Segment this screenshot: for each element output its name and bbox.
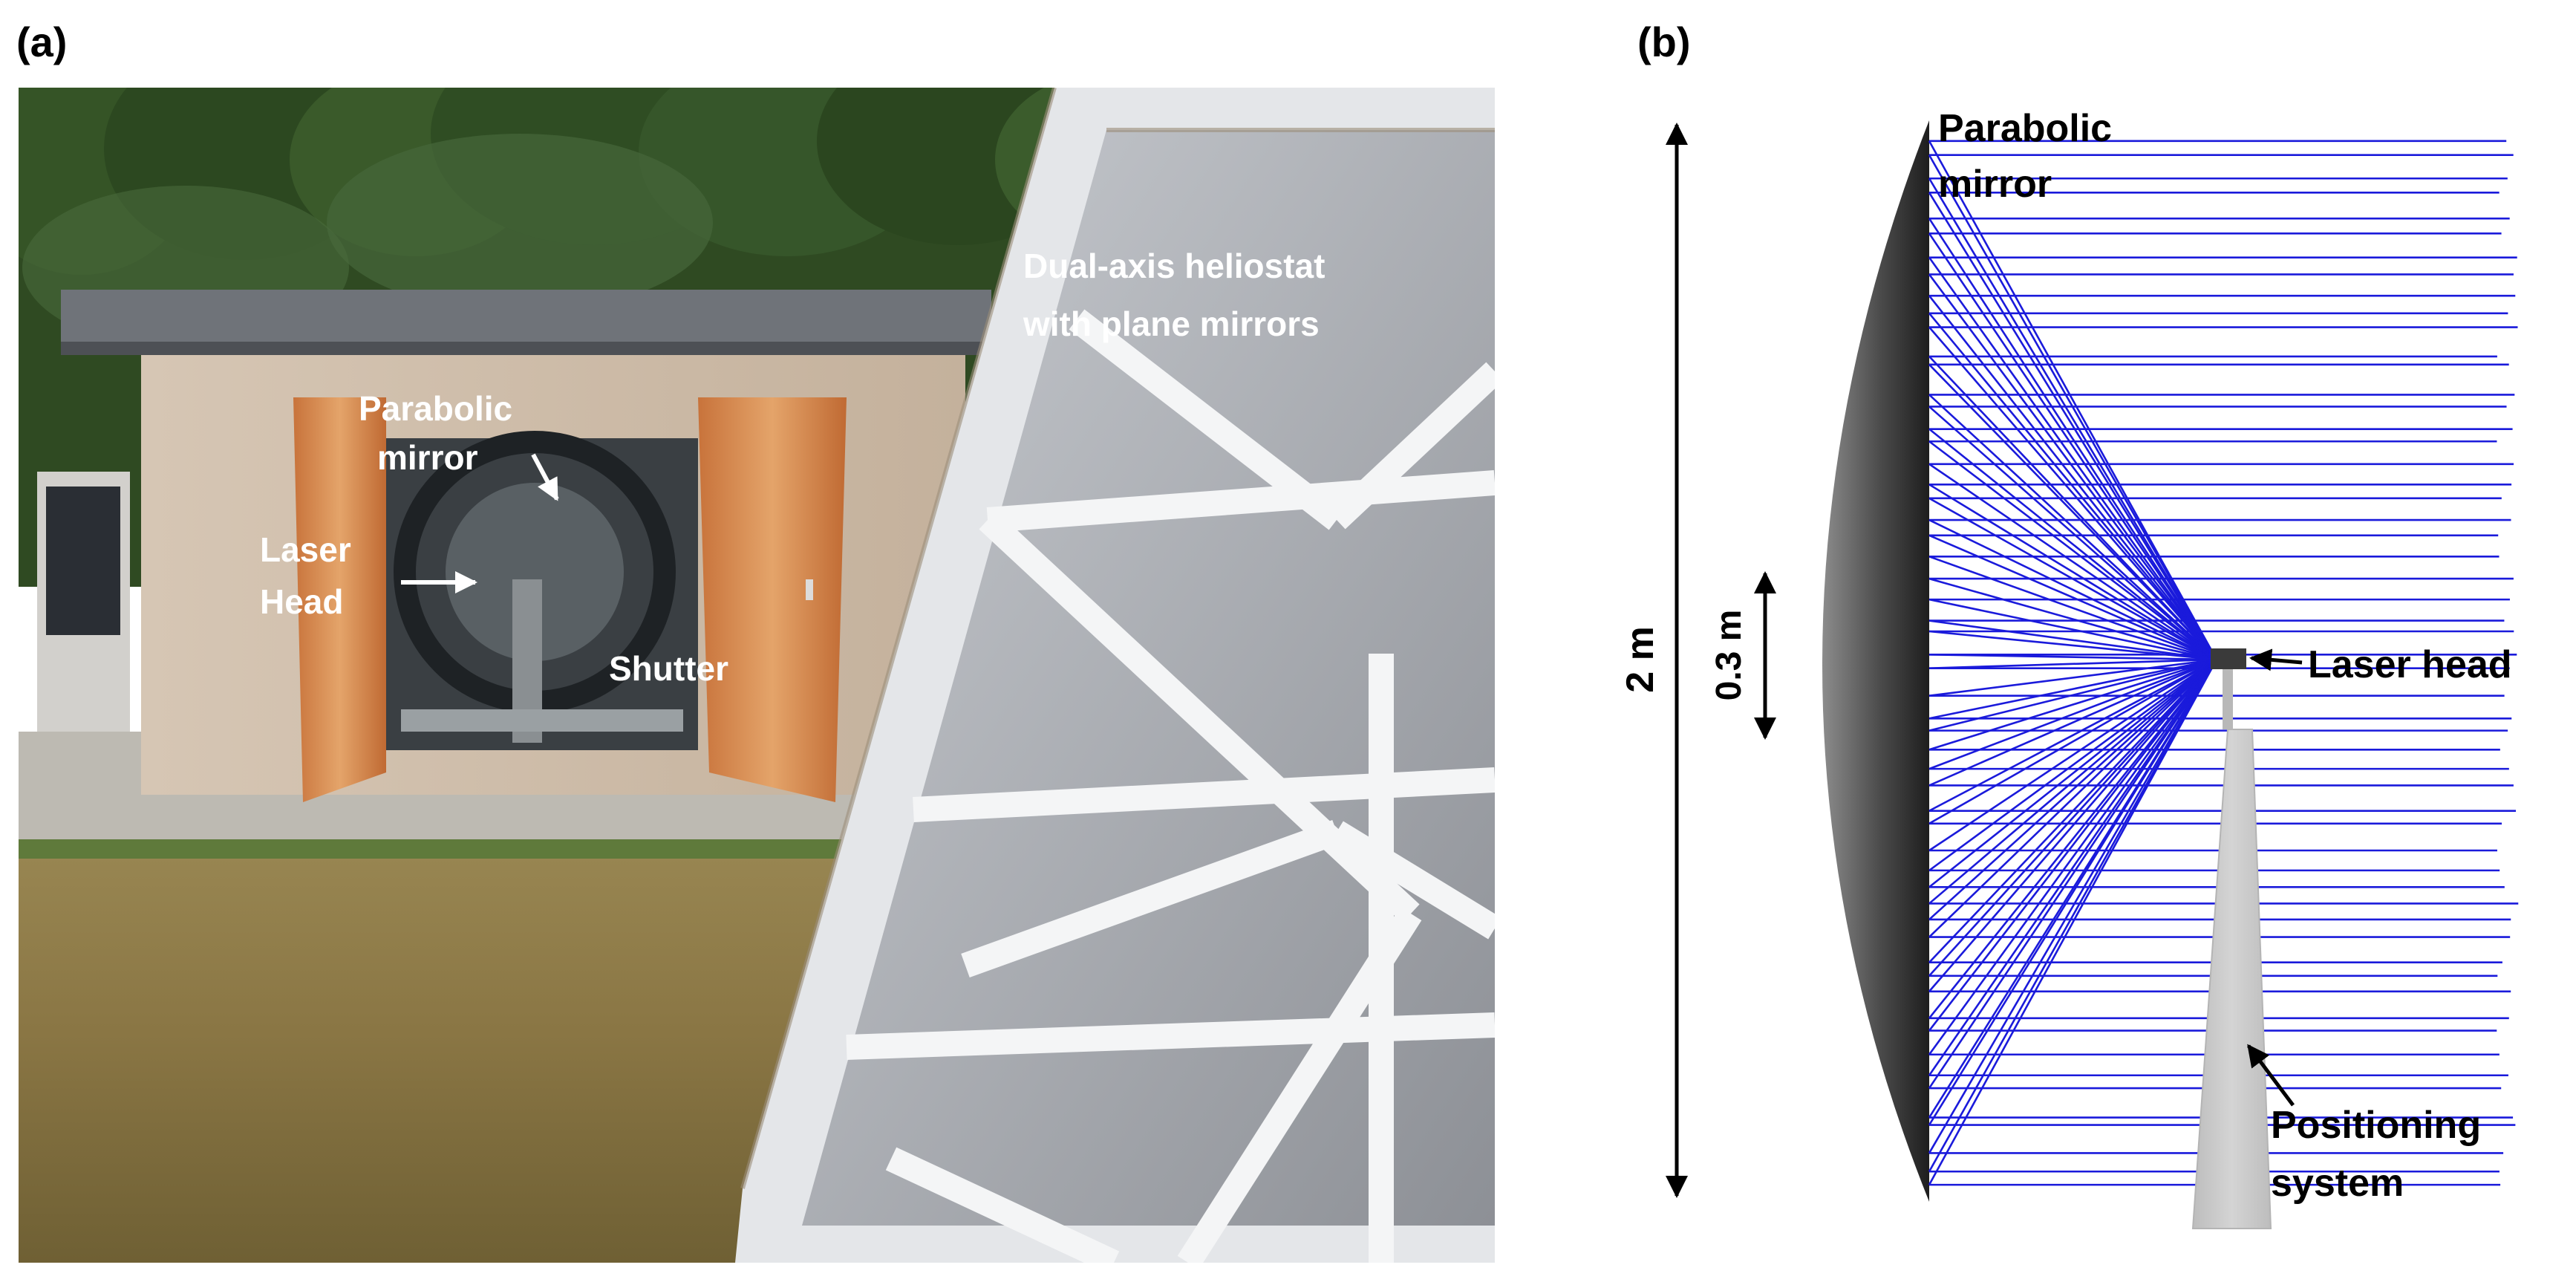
ray-incident [1928, 658, 2217, 787]
ray-incident [1928, 659, 2218, 1076]
ray-incident [1928, 659, 2217, 977]
ray-incident [1928, 406, 2217, 660]
right-door [698, 397, 847, 802]
laser-head-box [2211, 648, 2246, 669]
laser-head-arrow [2249, 648, 2303, 671]
ray-incident [1928, 192, 2218, 660]
ray-incident [1928, 518, 2217, 661]
dim-2m-label: 2 m [1619, 626, 1662, 693]
ray-incident [1928, 178, 2218, 660]
shutter-label: Shutter [609, 649, 728, 688]
laser-label-line1: Laser [260, 530, 351, 569]
ray-incident [1928, 658, 2217, 732]
ray-incident [1928, 440, 2217, 661]
ray-incident [1928, 140, 2218, 660]
ray-incident [1928, 659, 2218, 1185]
ray-incident [1928, 658, 2217, 720]
ray-incident [1928, 658, 2217, 824]
stand-post [2223, 661, 2233, 729]
ray-incident [1928, 556, 2217, 661]
left-door [293, 397, 386, 802]
ray-incident [1928, 659, 2218, 1126]
ray-incident [1928, 658, 2217, 871]
ray-incident [1928, 218, 2218, 660]
ray-incident [1928, 619, 2217, 661]
ray-incident [1928, 659, 2218, 1172]
heliostat-label-line2: with plane mirrors [1023, 305, 1320, 343]
mirror-label-line1: Parabolic [359, 389, 512, 428]
parabolic-mirror [1822, 120, 1929, 1202]
panel-a: (a) [16, 19, 1495, 1263]
dim-03m-label: 0.3 m [1709, 610, 1749, 701]
ray-incident [1928, 232, 2218, 660]
ray-incident [1928, 659, 2217, 938]
ray-incident [1928, 659, 2217, 963]
ray-incident [1928, 273, 2218, 660]
ray-incident [1928, 394, 2217, 660]
laser-label-line2: Head [260, 582, 343, 621]
ray-incident [1928, 295, 2218, 660]
ray-incident [1928, 659, 2217, 992]
laser-head-label: Laser head [2308, 643, 2512, 686]
building [61, 290, 991, 802]
ray-incident [1928, 326, 2217, 660]
ray-incident [1928, 659, 2218, 1055]
ray-incident [1928, 658, 2217, 888]
grass-edge [19, 839, 910, 859]
ray-incident [1928, 659, 2218, 1154]
panel-b: (b) 2 m 0.3 m Parabolic mirror Laser hea… [1619, 19, 2519, 1229]
mirror-label-line2: mirror [377, 438, 478, 477]
mirror-label-line2: mirror [1938, 163, 2052, 206]
positioning-arrow [2247, 1044, 2295, 1107]
ray-incident [1928, 659, 2217, 905]
ray-incident [1928, 312, 2218, 660]
photo-annotations: Dual-axis heliostat with plane mirrors P… [260, 247, 1325, 688]
ray-incident [1928, 659, 2218, 1019]
ray-incident [1928, 658, 2217, 852]
ray-incident [1928, 659, 2218, 1032]
ray-incident [1928, 659, 2217, 920]
heliostat-label-line1: Dual-axis heliostat [1023, 247, 1325, 285]
panel-a-label: (a) [16, 19, 67, 65]
ray-incident [1928, 363, 2217, 660]
positioning-stand [2191, 729, 2272, 1229]
side-shed [37, 472, 130, 732]
ray-incident [1928, 658, 2217, 751]
mirror-arrow [531, 453, 559, 501]
panel-b-label: (b) [1637, 19, 1691, 65]
ray-incident [1928, 658, 2217, 697]
ray-incident [1928, 658, 2217, 812]
ray-incident [1928, 256, 2218, 660]
heliostat [735, 88, 1495, 1263]
ray-incident [1928, 577, 2217, 661]
ray-incident [1928, 463, 2217, 661]
positioning-label-line2: system [2271, 1162, 2404, 1205]
photo: Dual-axis heliostat with plane mirrors P… [19, 88, 1495, 1263]
ray-incident [1928, 598, 2217, 661]
ray-incident [1928, 658, 2217, 669]
ray-incident [1928, 659, 2218, 1089]
mirror-label-line1: Parabolic [1938, 107, 2112, 150]
positioning-label-line1: Positioning [2271, 1104, 2481, 1147]
ray-incident [1928, 658, 2217, 770]
